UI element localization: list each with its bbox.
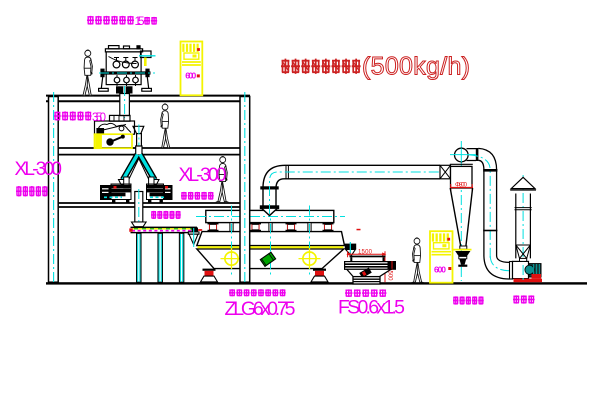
svg-text:XL-300: XL-300	[179, 165, 227, 186]
svg-text:350: 350	[92, 112, 106, 124]
svg-text:1500: 1500	[358, 249, 373, 255]
svg-text:500: 500	[387, 271, 393, 282]
svg-text:600: 600	[185, 71, 196, 81]
svg-text:600: 600	[434, 265, 446, 275]
svg-text:ZLG6x0.75: ZLG6x0.75	[225, 298, 296, 320]
svg-text:1.5: 1.5	[135, 14, 145, 28]
svg-text:Φ800: Φ800	[455, 181, 467, 188]
svg-text:FS0.6x1.5: FS0.6x1.5	[338, 297, 405, 319]
svg-text:XL-300: XL-300	[15, 159, 63, 180]
svg-text:(500kg/h): (500kg/h)	[362, 53, 470, 81]
